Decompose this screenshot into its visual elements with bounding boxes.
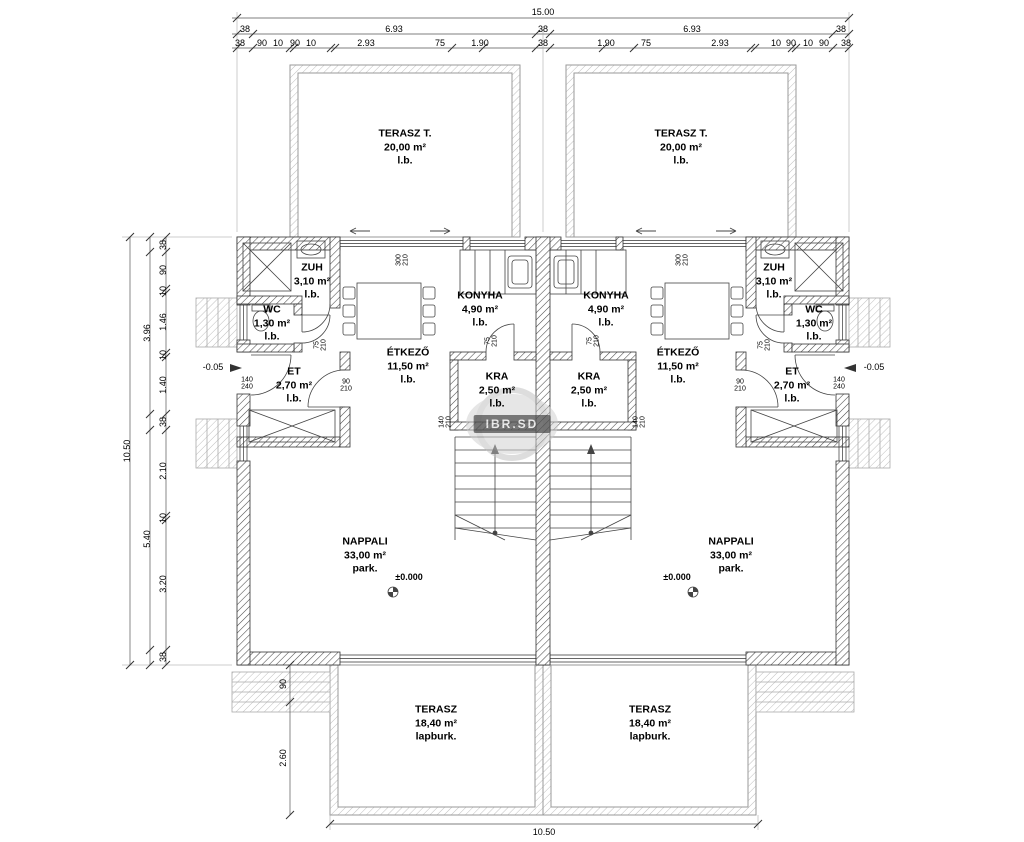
dim-seg: 2.93 xyxy=(357,37,375,48)
dim-seg: 90 xyxy=(256,37,268,48)
dim-seg: 10 xyxy=(770,37,782,48)
dim-seg: 2.10 xyxy=(157,462,168,480)
dim-seg: 10 xyxy=(802,37,814,48)
staircase-right xyxy=(549,436,632,541)
door-size-140-left: 140 210 xyxy=(438,416,453,428)
dim-seg: 5.40 xyxy=(141,530,152,548)
dim-seg: 90 xyxy=(818,37,830,48)
watermark-text: IBR.SD xyxy=(473,415,551,433)
exterior-steps xyxy=(195,297,891,713)
dim-seg: 2.60 xyxy=(277,749,288,767)
dim-seg: 38 xyxy=(157,416,168,428)
room-label-nappali-right: NAPPALI 33,00 m² park. xyxy=(708,535,754,575)
room-label-konyha-right: KONYHA 4,90 m² l.b. xyxy=(583,289,629,329)
dim-seg: 1.46 xyxy=(157,313,168,331)
room-label-wc-left: WC 1,30 m² l.b. xyxy=(253,303,291,343)
door-size-90-left: 90 210 xyxy=(340,378,352,393)
door-size-90-right: 90 210 xyxy=(734,378,746,393)
dim-total-height: 10.50 xyxy=(121,439,132,463)
room-label-etkezo-left: ÉTKEZŐ 11,50 m² l.b. xyxy=(386,346,430,386)
room-label-zuh-right: ZUH 3,10 m² l.b. xyxy=(755,261,793,301)
dim-seg: 90 xyxy=(277,678,288,690)
dim-total-width: 15.00 xyxy=(531,6,555,17)
dim-seg: 10 xyxy=(157,285,168,297)
dim-seg: 90 xyxy=(289,37,301,48)
dim-seg: 2.93 xyxy=(711,37,729,48)
room-label-et-right: ET 2,70 m² l.b. xyxy=(773,365,811,405)
dim-seg: 10 xyxy=(305,37,317,48)
room-label-wc-right: WC 1,30 m² l.b. xyxy=(795,303,833,343)
room-label-terasz-left: TERASZ 18,40 m² lapburk. xyxy=(414,703,458,743)
room-label-nappali-left: NAPPALI 33,00 m² park. xyxy=(342,535,388,575)
dim-seg: 38 xyxy=(840,37,852,48)
dim-seg: 1.90 xyxy=(471,37,489,48)
dim-seg: 90 xyxy=(785,37,797,48)
level-nappali-left: ±0.000 xyxy=(395,571,423,582)
dim-half-width: 6.93 xyxy=(385,23,403,34)
slide-direction-arrows xyxy=(349,227,737,235)
dim-seg: 90 xyxy=(157,264,168,276)
door-size-300-left: 300 210 xyxy=(395,254,410,266)
door-size-140-right: 140 210 xyxy=(632,416,647,428)
dim-seg: 75 xyxy=(434,37,446,48)
room-label-terasz-t-right: TERASZ T. 20,00 m² l.b. xyxy=(654,127,708,167)
level-nappali-right: ±0.000 xyxy=(663,571,691,582)
room-label-terasz-t-left: TERASZ T. 20,00 m² l.b. xyxy=(378,127,432,167)
dim-seg: 75 xyxy=(640,37,652,48)
room-label-et-left: ET 2,70 m² l.b. xyxy=(275,365,313,405)
level-entry-right: -0.05 xyxy=(863,361,885,372)
dim-seg: 10 xyxy=(272,37,284,48)
dim-seg: 10 xyxy=(157,349,168,361)
door-size-entry-right: 140 240 xyxy=(833,376,845,391)
dim-seg: 38 xyxy=(537,37,549,48)
dim-wall: 38 xyxy=(239,23,251,34)
room-label-konyha-left: KONYHA 4,90 m² l.b. xyxy=(457,289,503,329)
door-size-75-wc-left: 75 210 xyxy=(313,339,328,351)
dim-seg: 3.20 xyxy=(157,575,168,593)
dim-total-bottom: 10.50 xyxy=(532,826,556,837)
terrace-bottom-left xyxy=(329,664,544,816)
door-size-entry-left: 140 240 xyxy=(241,376,253,391)
level-entry-left: -0.05 xyxy=(202,361,224,372)
fixtures-left xyxy=(242,240,537,598)
doors xyxy=(250,303,836,408)
dim-seg: 1.40 xyxy=(157,376,168,394)
glazing xyxy=(239,240,847,663)
dim-half-width: 6.93 xyxy=(683,23,701,34)
dim-seg: 10 xyxy=(157,512,168,524)
dim-seg: 38 xyxy=(234,37,246,48)
room-label-etkezo-right: ÉTKEZŐ 11,50 m² l.b. xyxy=(656,346,700,386)
terrace-bottom-right xyxy=(542,664,757,816)
dim-wall: 38 xyxy=(835,23,847,34)
dim-seg: 3.96 xyxy=(141,324,152,342)
room-label-zuh-left: ZUH 3,10 m² l.b. xyxy=(293,261,331,301)
dim-wall: 38 xyxy=(537,23,549,34)
door-size-75-kra-right: 75 210 xyxy=(586,335,601,347)
level-markers xyxy=(230,364,856,372)
terrace-top-right xyxy=(565,64,797,238)
room-label-terasz-right: TERASZ 18,40 m² lapburk. xyxy=(628,703,672,743)
room-label-kra-left: KRA 2,50 m² l.b. xyxy=(478,370,516,410)
fixtures-right xyxy=(549,240,844,598)
door-size-300-right: 300 210 xyxy=(675,254,690,266)
terrace-top-left xyxy=(289,64,521,238)
dim-seg: 38 xyxy=(157,239,168,251)
dim-seg: 1.90 xyxy=(597,37,615,48)
room-label-kra-right: KRA 2,50 m² l.b. xyxy=(570,370,608,410)
door-size-75-wc-right: 75 210 xyxy=(757,339,772,351)
dim-seg: 38 xyxy=(157,651,168,663)
building-walls xyxy=(236,236,850,666)
door-size-75-kra-left: 75 210 xyxy=(484,335,499,347)
